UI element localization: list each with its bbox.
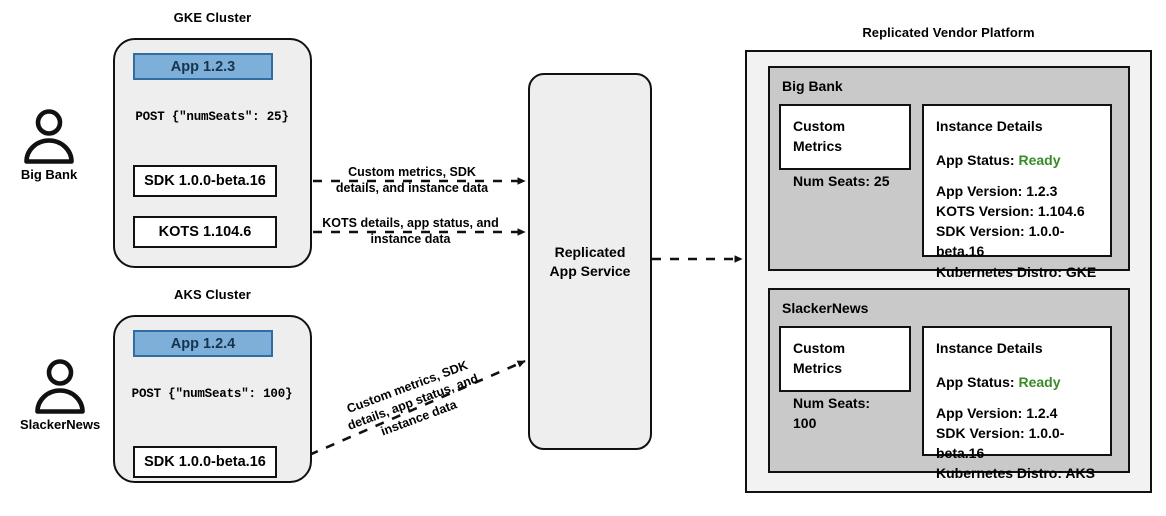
aks-app-node[interactable]: App 1.2.4 (133, 330, 273, 357)
edge-label-sdk-to-service: Custom metrics, SDK details, and instanc… (335, 165, 489, 196)
metric-row: Num Seats: 25 (793, 172, 890, 189)
platform-title: Replicated Vendor Platform (862, 25, 1035, 40)
gke-cluster-title: GKE Cluster (173, 10, 252, 25)
gke-kots-node[interactable]: KOTS 1.104.6 (133, 216, 277, 248)
spacer (936, 171, 1098, 181)
tenant-name: SlackerNews (782, 300, 869, 316)
big-bank-instance-details-card: Instance Details App Status: Ready App V… (922, 104, 1112, 280)
actor-big-bank: Big Bank (20, 108, 78, 182)
user-icon (35, 359, 85, 414)
slackernews-custom-metrics-card: Custom Metrics Num Seats: 100 (779, 326, 911, 431)
slackernews-instance-details-card: Instance Details App Status: Ready App V… (922, 326, 1112, 481)
gke-post-payload: POST {"numSeats": 25} (135, 110, 289, 124)
card-header: Instance Details (936, 340, 1043, 356)
actor-label: Big Bank (20, 167, 78, 182)
replicated-app-service-box[interactable]: Replicated App Service (528, 73, 652, 450)
spacer (936, 393, 1098, 403)
status-badge: Ready (1018, 374, 1061, 391)
edge-label-kots-to-service: KOTS details, app status, and instance d… (322, 216, 499, 247)
actor-label: SlackerNews (20, 417, 101, 432)
card-header: Instance Details (936, 118, 1043, 134)
gke-sdk-node[interactable]: SDK 1.0.0-beta.16 (133, 165, 277, 197)
edge-label-aks-to-service: Custom metrics, SDK details, app status,… (344, 358, 481, 439)
detail-row: SDK Version: 1.0.0-beta.16 (936, 223, 1065, 260)
actor-slackernews: SlackerNews (20, 358, 100, 432)
app-status-row: App Status: Ready (936, 372, 1098, 392)
detail-row: KOTS Version: 1.104.6 (936, 202, 1085, 219)
app-status-label: App Status: (936, 152, 1015, 169)
status-badge: Ready (1018, 152, 1061, 169)
tenant-name: Big Bank (782, 78, 843, 94)
aks-post-payload: POST {"numSeats": 100} (131, 387, 293, 401)
user-icon (24, 109, 74, 164)
aks-sdk-node[interactable]: SDK 1.0.0-beta.16 (133, 446, 277, 478)
aks-cluster-title: AKS Cluster (174, 287, 251, 302)
big-bank-custom-metrics-card: Custom Metrics Num Seats: 25 (779, 104, 911, 189)
detail-row: SDK Version: 1.0.0-beta.16 (936, 424, 1065, 462)
detail-row: Kubernetes Distro: GKE (936, 263, 1097, 280)
app-status-row: App Status: Ready (936, 150, 1098, 170)
card-header: Custom Metrics (793, 118, 846, 155)
card-header: Custom Metrics (793, 340, 846, 377)
gke-app-node[interactable]: App 1.2.3 (133, 53, 273, 80)
service-label: Replicated App Service (549, 243, 631, 279)
app-status-label: App Status: (936, 374, 1015, 391)
detail-row: App Version: 1.2.4 (936, 404, 1058, 421)
detail-row: App Version: 1.2.3 (936, 182, 1058, 199)
metric-row: Num Seats: 100 (793, 394, 871, 431)
detail-row: Kubernetes Distro: AKS (936, 465, 1095, 482)
